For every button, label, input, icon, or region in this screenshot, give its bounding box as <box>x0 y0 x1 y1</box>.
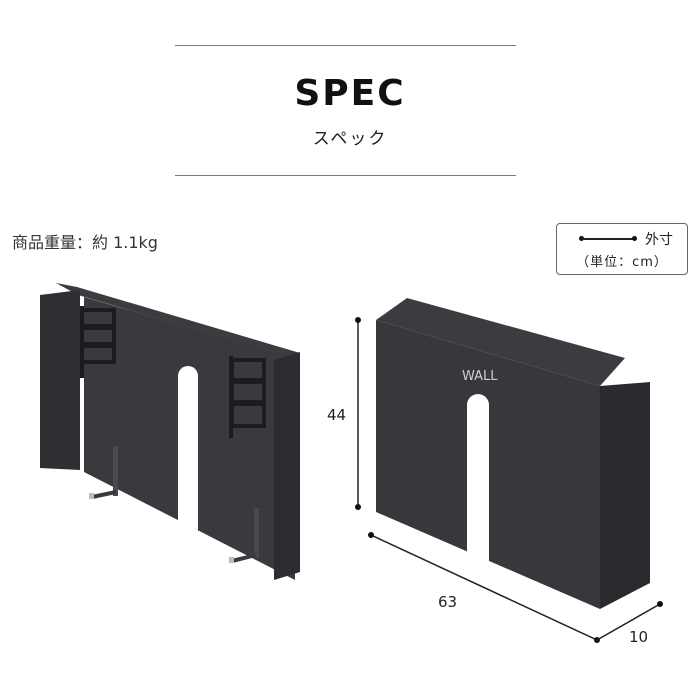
legend-dot-right-icon <box>632 236 637 241</box>
height-dimension: 44 <box>327 406 347 424</box>
page-title: SPEC <box>294 73 406 114</box>
bottom-divider <box>175 175 516 176</box>
width-dimension: 63 <box>438 593 458 611</box>
legend-outer-dimension-label: 外寸 <box>645 232 673 248</box>
brand-mark: WALL <box>462 369 498 384</box>
product-back-view <box>40 283 300 580</box>
legend-unit-label: （単位：cm） <box>576 255 668 270</box>
dimension-legend: 外寸 （単位：cm） <box>556 223 688 275</box>
legend-line-icon <box>582 238 634 240</box>
depth-dimension: 10 <box>629 628 649 646</box>
legend-dot-left-icon <box>579 236 584 241</box>
product-weight: 商品重量：約 1.1kg <box>12 233 158 252</box>
product-front-view: WALL <box>376 298 650 609</box>
page-subtitle: スペック <box>312 129 388 149</box>
top-divider <box>175 45 516 46</box>
dimension-lines <box>355 317 663 643</box>
